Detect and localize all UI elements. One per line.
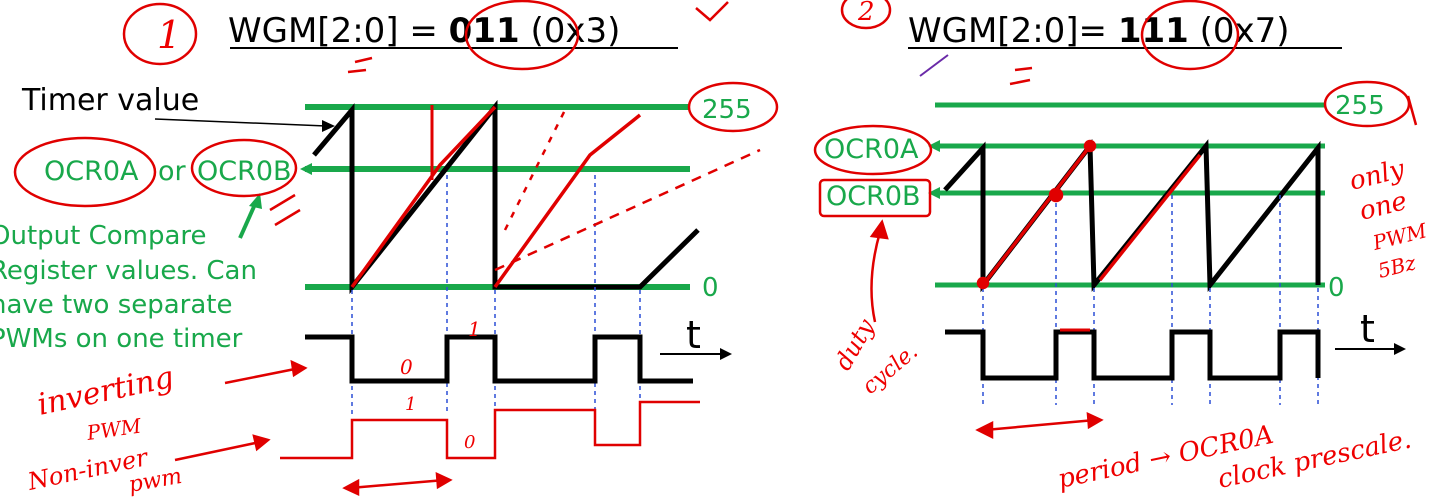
- right-time-label: t: [1360, 307, 1375, 351]
- right-purple-pen-mark: [919, 54, 949, 77]
- right-ocr0a-pointer-arrowhead: [928, 140, 940, 152]
- right-dashed-guides: [982, 195, 1319, 405]
- right-handwritten-notes: 2 only one PWM 5Bz duty cycle. period → …: [829, 0, 1430, 495]
- svg-text:have two separate: have two separate: [0, 290, 232, 320]
- timer-value-pointer-arrowhead: [322, 120, 335, 132]
- left-description-pointer-arrowhead: [249, 193, 262, 209]
- left-zero-mark: 0: [400, 355, 413, 379]
- left-ocr-pointer-arrowhead: [300, 163, 312, 175]
- left-one-mark: 1: [468, 317, 481, 341]
- timer-value-label: Timer value: [21, 83, 199, 118]
- right-panel: WGM[2:0]= 111 (0x7) 255 0 t OCR0A OCR0B: [813, 0, 1430, 495]
- left-ocr0b-label: OCR0B: [197, 156, 292, 187]
- left-zero-mark-b: 0: [464, 432, 475, 453]
- right-level-255-label: 255: [1335, 91, 1385, 121]
- only-one-note-line3: PWM: [1369, 218, 1429, 255]
- left-pwm-output-waveform: [305, 334, 693, 384]
- svg-text:Output Compare: Output Compare: [0, 221, 207, 251]
- right-title: WGM[2:0]= 111 (0x7): [908, 11, 1290, 51]
- timer-value-pointer-line: [154, 118, 327, 127]
- left-panel-marker: 1: [157, 13, 181, 57]
- left-level-255-label: 255: [702, 95, 752, 125]
- left-panel: WGM[2:0] = 011 (0x3) 255 0 t Timer value…: [0, 0, 779, 497]
- right-panel-marker: 2: [857, 0, 875, 27]
- left-red-annotations: [13, 0, 779, 496]
- inverting-pwm-note-line1: inverting: [34, 360, 176, 423]
- duty-cycle-note-line1: duty: [829, 314, 880, 375]
- left-description-pointer-line: [238, 201, 258, 239]
- left-description: Output Compare Register values. Can have…: [0, 221, 257, 354]
- left-one-mark-b: 1: [405, 394, 416, 415]
- right-ocr0a-label: OCR0A: [824, 134, 919, 165]
- left-level-0-label: 0: [702, 273, 719, 303]
- svg-text:Register values. Can: Register values. Can: [0, 256, 257, 286]
- left-ocr-or-label: or: [158, 156, 187, 187]
- svg-text:PWMs on one timer: PWMs on one timer: [0, 324, 243, 354]
- left-time-arrowhead: [720, 348, 732, 360]
- inverting-pwm-note-line2: PWM: [84, 414, 143, 446]
- right-pwm-output-waveform: [945, 329, 1321, 381]
- right-timer-waveform: [943, 138, 1321, 293]
- right-red-annotations: [813, 0, 1418, 440]
- right-level-0-label: 0: [1328, 273, 1345, 303]
- left-ocr0a-label: OCR0A: [44, 156, 139, 187]
- left-time-label: t: [686, 313, 701, 357]
- right-ocr0b-label: OCR0B: [826, 181, 921, 212]
- right-time-arrowhead: [1394, 343, 1406, 355]
- right-ocr0b-pointer-arrowhead: [928, 187, 940, 199]
- only-one-note-line4: 5Bz: [1375, 250, 1418, 283]
- left-title: WGM[2:0] = 011 (0x3): [228, 11, 620, 51]
